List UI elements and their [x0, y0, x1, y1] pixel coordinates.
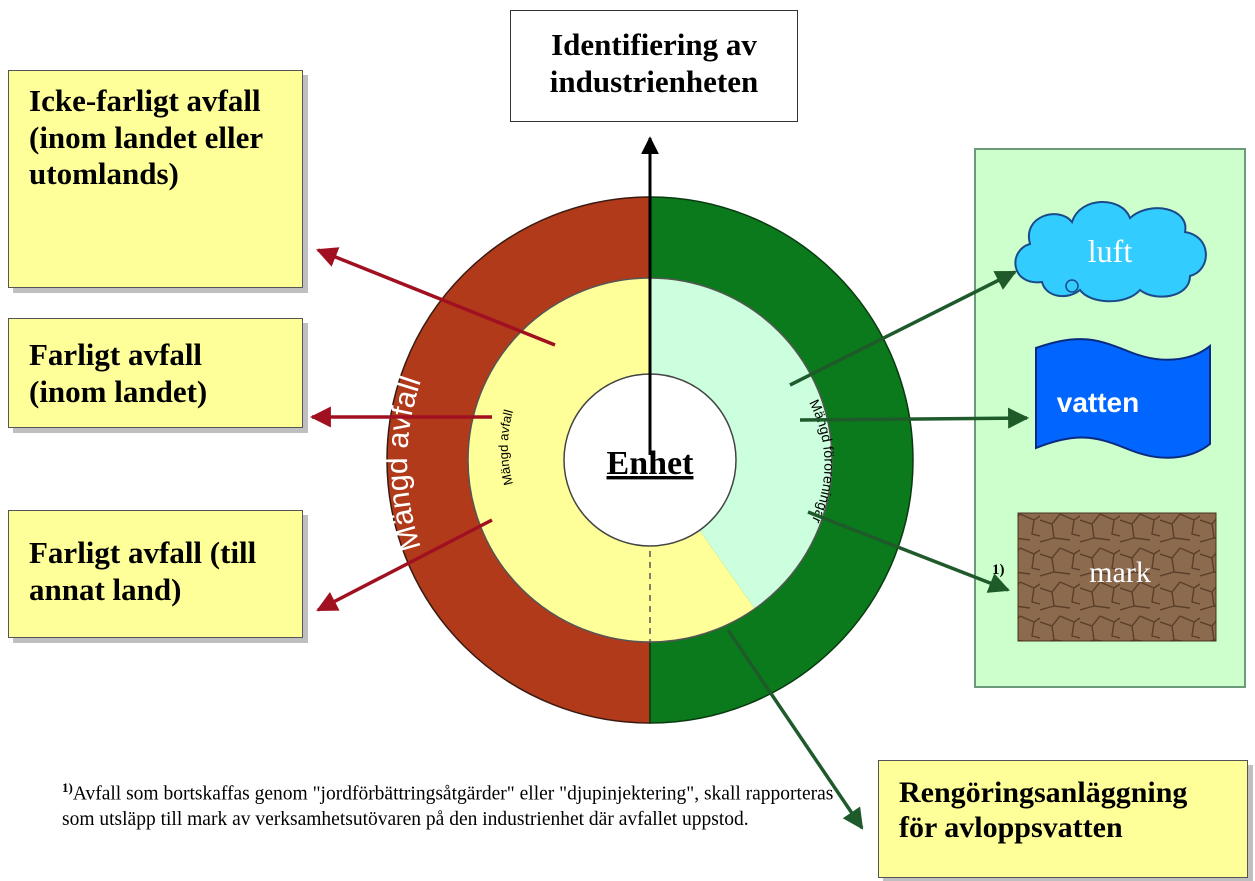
identification-box: Identifiering av industrienheten	[510, 10, 798, 122]
hazardous-abroad-arrow	[316, 518, 493, 612]
svg-text:Mängd avfall: Mängd avfall	[496, 408, 516, 487]
hazardous-waste-abroad-box: Farligt avfall (till annat land)	[8, 510, 303, 638]
land-footnote-marker: 1)	[992, 562, 1005, 578]
footnote-marker: 1)	[62, 780, 73, 795]
non-hazardous-waste-arrow	[316, 247, 556, 347]
soil-image	[1017, 512, 1217, 642]
waste-inner-ring	[468, 278, 650, 642]
water-arrow	[799, 407, 1030, 429]
pollutant-inner-ring	[650, 277, 833, 609]
footnote-text: Avfall som bortskaffas genom "jordförbät…	[62, 783, 834, 830]
non-hazardous-waste-box: Icke-farligt avfall (inom landet eller u…	[8, 70, 303, 288]
water-icon	[1035, 338, 1211, 459]
waste-inner-label: Mängd avfall	[496, 408, 516, 487]
land-label: mark	[1089, 556, 1151, 589]
water-label: vatten	[1057, 387, 1139, 418]
hazardous-waste-domestic-box: Farligt avfall (inom landet)	[8, 318, 303, 428]
air-arrow	[789, 270, 1017, 387]
treatment-plant-box: Rengöringsanläggning för avloppsvatten	[878, 760, 1248, 878]
air-label: luft	[1088, 233, 1133, 269]
treatment-arrow	[726, 629, 864, 830]
cloud-icon	[1014, 201, 1207, 303]
land-arrow	[807, 510, 1010, 593]
footnote: 1)Avfall som bortskaffas genom "jordförb…	[62, 780, 862, 832]
